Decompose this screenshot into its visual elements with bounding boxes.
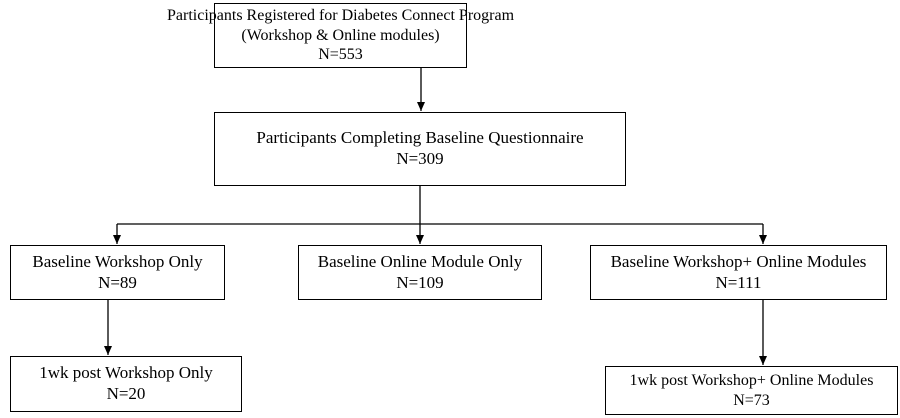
- baseline-title: Participants Completing Baseline Questio…: [256, 128, 584, 148]
- post-workshop-only-count: N=20: [106, 384, 146, 403]
- workshop-only-title: Baseline Workshop Only: [32, 251, 203, 271]
- post-workshop-online-box: 1wk post Workshop+ Online Modules N=73: [605, 366, 898, 415]
- online-only-box: Baseline Online Module Only N=109: [298, 245, 542, 300]
- registered-title: Participants Registered for Diabetes Con…: [167, 7, 515, 25]
- workshop-only-count: N=89: [98, 272, 137, 292]
- online-only-count: N=109: [396, 272, 444, 292]
- workshop-only-box: Baseline Workshop Only N=89: [10, 245, 225, 300]
- workshop-online-count: N=111: [715, 272, 762, 292]
- baseline-count: N=309: [396, 149, 444, 168]
- online-only-title: Baseline Online Module Only: [317, 251, 523, 271]
- workshop-online-box: Baseline Workshop+ Online Modules N=111: [590, 245, 887, 300]
- post-workshop-only-title: 1wk post Workshop Only: [39, 363, 213, 383]
- post-workshop-online-title: 1wk post Workshop+ Online Modules: [629, 371, 874, 389]
- registered-subtitle: (Workshop & Online modules): [241, 26, 440, 44]
- baseline-questionnaire-box: Participants Completing Baseline Questio…: [214, 112, 626, 186]
- registered-participants-box: Participants Registered for Diabetes Con…: [167, 3, 514, 68]
- post-workshop-online-count: N=73: [733, 391, 770, 409]
- registered-count: N=553: [318, 46, 363, 64]
- workshop-online-title: Baseline Workshop+ Online Modules: [610, 251, 867, 271]
- post-workshop-only-box: 1wk post Workshop Only N=20: [10, 356, 242, 412]
